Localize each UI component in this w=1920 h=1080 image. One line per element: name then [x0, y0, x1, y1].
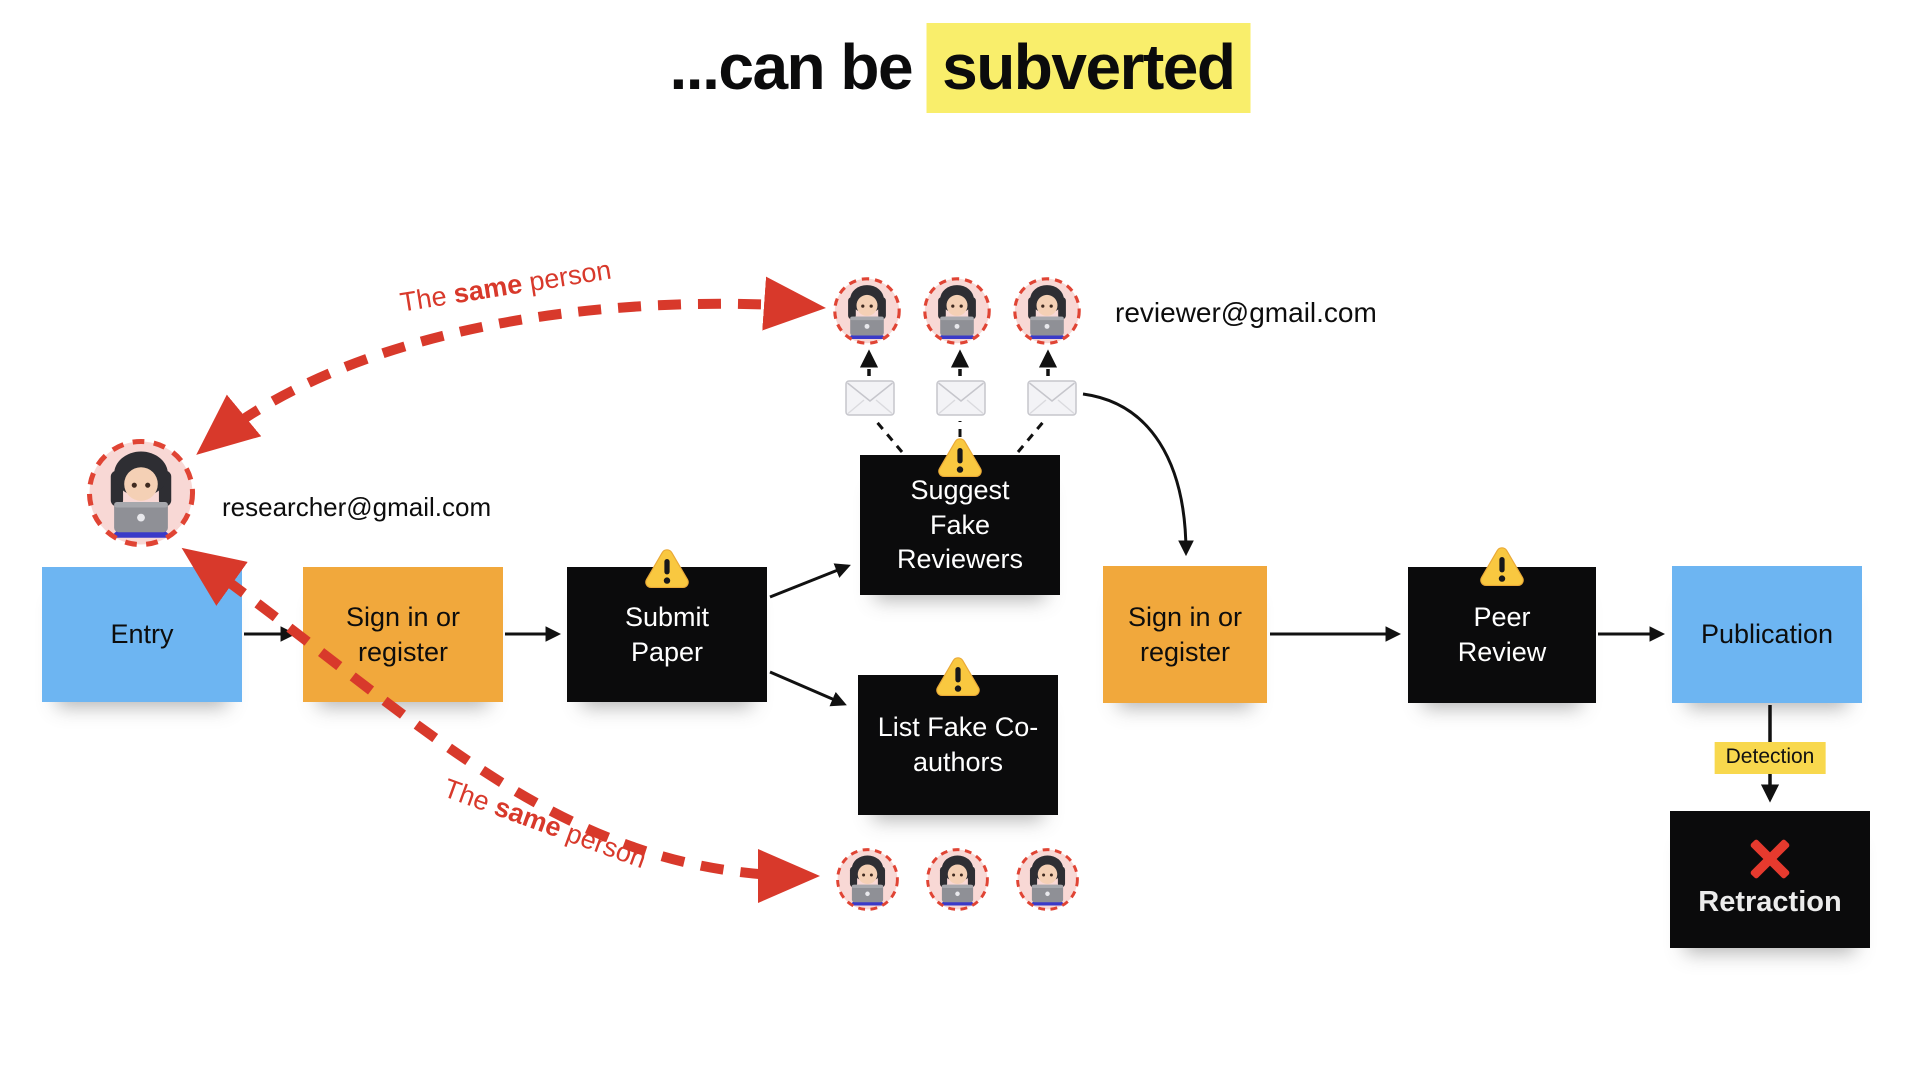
publication-label: Publication — [1700, 619, 1834, 650]
warning-triangle-emoji-icon — [644, 547, 690, 588]
red-cross-mark-emoji-icon — [1749, 838, 1791, 880]
fake-reviewer-avatars — [832, 276, 1082, 346]
flow-box-suggest-fake-reviewers: Suggest Fake Reviewers — [860, 455, 1060, 595]
warning-triangle-emoji-icon — [1479, 545, 1525, 586]
fake-reviewer-avatar-woman-technologist-emoji-icon — [832, 276, 902, 346]
suggest-fake-reviewers-label: Suggest Fake Reviewers — [896, 475, 1024, 575]
flow-box-sign-in-register-1: Sign in or register — [303, 567, 503, 702]
same-person-label-bottom: The same person — [439, 773, 651, 875]
dashed-line-suggest-to-envelope-1 — [874, 420, 904, 453]
red-dashed-arrow-researcher-to-reviewers — [196, 276, 826, 455]
list-fake-coauthors-label: List Fake Co-authors — [877, 712, 1039, 777]
warning-triangle-emoji-icon — [937, 436, 983, 477]
envelope-emoji-icon — [845, 380, 895, 416]
fake-coauthor-avatar-woman-technologist-emoji-icon — [1015, 847, 1080, 912]
sign-in-register-2-label: Sign in or register — [1127, 601, 1243, 667]
envelope-emoji-icon — [1027, 380, 1077, 416]
flow-box-sign-in-register-2: Sign in or register — [1103, 566, 1267, 703]
submit-paper-label: Submit Paper — [624, 601, 710, 667]
researcher-email: researcher@gmail.com — [222, 492, 492, 522]
sign-in-register-1-label: Sign in or register — [345, 601, 461, 667]
fake-reviewer-avatar-woman-technologist-emoji-icon — [1012, 276, 1082, 346]
envelope-emoji-icon — [936, 380, 986, 416]
fake-coauthor-avatar-woman-technologist-emoji-icon — [925, 847, 990, 912]
entry-label: Entry — [110, 619, 174, 650]
flow-box-publication: Publication — [1672, 566, 1862, 703]
dashed-line-suggest-to-envelope-3 — [1016, 420, 1046, 453]
peer-review-label: Peer Review — [1457, 602, 1547, 667]
warning-triangle-emoji-icon — [935, 655, 981, 696]
flow-box-peer-review: Peer Review — [1408, 567, 1596, 703]
arrow-submit-to-listfake — [769, 670, 847, 707]
fake-coauthor-avatar-woman-technologist-emoji-icon — [835, 847, 900, 912]
reviewer-email: reviewer@gmail.com — [1115, 297, 1377, 328]
researcher-avatar-woman-technologist-emoji-icon — [85, 437, 197, 549]
invitation-envelopes — [845, 380, 1077, 416]
flow-box-list-fake-coauthors: List Fake Co-authors — [858, 675, 1058, 815]
flow-box-entry: Entry — [42, 567, 242, 702]
title-prefix: ...can be — [669, 31, 914, 103]
arrow-envelope-to-signin2 — [1082, 392, 1194, 557]
fake-coauthor-avatars — [835, 847, 1080, 912]
detection-badge: Detection — [1714, 742, 1826, 774]
arrow-submit-to-suggest — [769, 563, 851, 599]
flow-box-retraction: Retraction — [1670, 811, 1870, 948]
retraction-label: Retraction — [1698, 885, 1842, 918]
fake-reviewer-avatar-woman-technologist-emoji-icon — [922, 276, 992, 346]
title-highlight: subverted — [926, 23, 1251, 113]
same-person-label-top: The same person — [398, 254, 614, 318]
